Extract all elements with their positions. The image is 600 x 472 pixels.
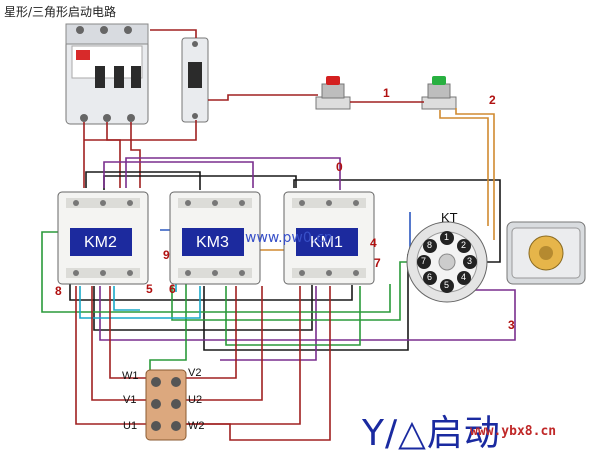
timer-pin-8: 8 — [427, 240, 433, 250]
center-watermark: www.pw0.cn — [245, 230, 333, 246]
timer-pin-2: 2 — [461, 240, 467, 250]
timer-pin-5: 5 — [444, 280, 450, 290]
timer-label: KT — [441, 210, 458, 225]
contactor-label-km1: KM1 — [310, 234, 343, 251]
page-title: 星形/三角形启动电路 — [4, 5, 117, 19]
contactor-label-km2: KM2 — [84, 234, 117, 251]
timer-pin-3: 3 — [467, 256, 473, 266]
footer-title: Y/△启动 — [362, 413, 501, 454]
main-breaker — [65, 23, 149, 125]
wire-tag-7: 7 — [374, 256, 381, 270]
start-button — [421, 76, 457, 110]
timer-pin-1: 1 — [444, 232, 450, 242]
wire-tag-5: 5 — [146, 282, 153, 296]
terminal-label-v1: V1 — [123, 394, 137, 406]
stop-button — [315, 76, 351, 110]
wire-tag-6: 6 — [169, 282, 176, 296]
timer-pin-6: 6 — [427, 272, 433, 282]
wire-tag-8: 8 — [55, 284, 62, 298]
contactor-label-km3: KM3 — [196, 234, 229, 251]
wire-tag-2: 2 — [489, 93, 496, 107]
wire-tag-3: 3 — [508, 318, 515, 332]
terminal-label-v2: V2 — [188, 367, 202, 379]
timer-pin-7: 7 — [421, 256, 427, 266]
timer-pins — [417, 231, 477, 293]
timer-relay — [506, 221, 586, 285]
wire-tag-4: 4 — [370, 236, 377, 250]
watermark-url: www.ybx8.cn — [470, 424, 557, 439]
motor-terminal-box — [145, 369, 187, 441]
wire-tag-1: 1 — [383, 86, 390, 100]
timer-pin-4: 4 — [461, 272, 467, 282]
wire-tag-9: 9 — [163, 248, 170, 262]
wire-tag-0: 0 — [336, 160, 343, 174]
contactor-screws — [73, 200, 359, 276]
control-breaker — [181, 37, 209, 123]
terminal-label-u2: U2 — [188, 394, 203, 406]
terminal-label-w1: W1 — [122, 370, 139, 382]
terminal-label-u1: U1 — [123, 420, 138, 432]
terminal-label-w2: W2 — [188, 420, 205, 432]
